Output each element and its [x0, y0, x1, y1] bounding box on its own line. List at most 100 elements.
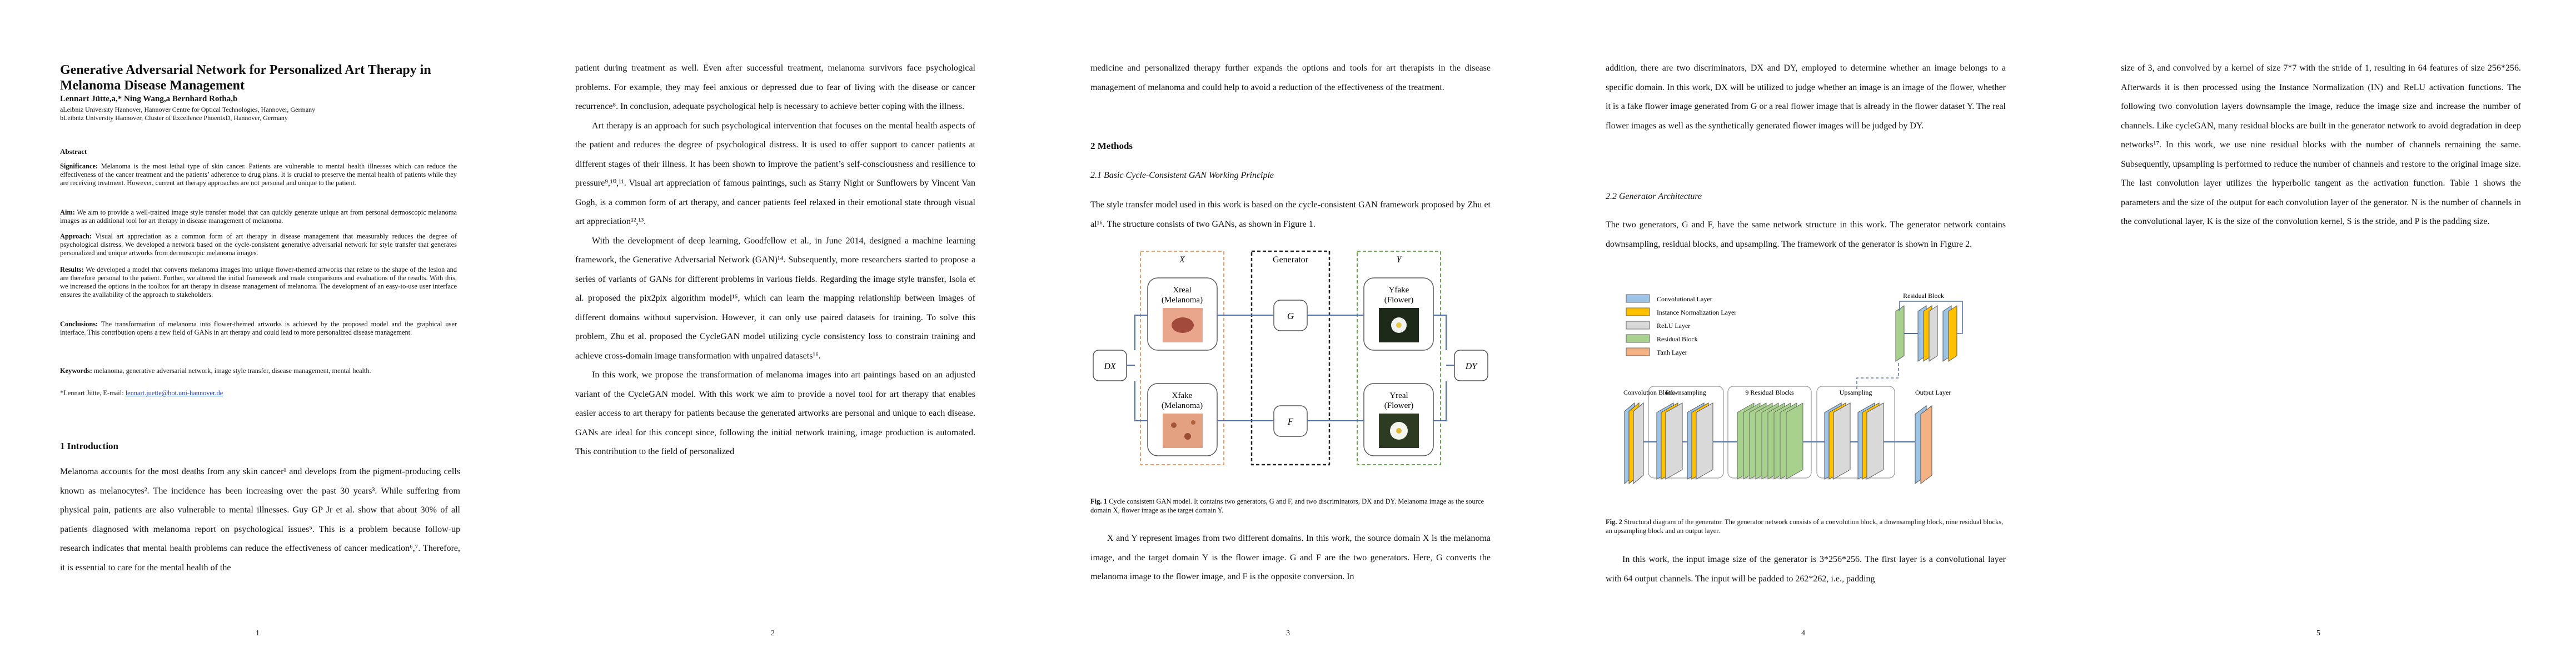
abstract-conclusions: Conclusions: The transformation of melan…	[60, 320, 457, 336]
legend-swatch-conv	[1626, 294, 1650, 303]
output-layer	[1915, 405, 1932, 484]
generator-f-label: F	[1287, 416, 1294, 427]
residual-blocks	[1737, 402, 1803, 480]
page4-body: The two generators, G and F, have the sa…	[1606, 216, 2006, 254]
domain-y-box	[1357, 251, 1441, 465]
section-introduction: 1 Introduction	[60, 441, 119, 451]
figure-1-connectors	[1127, 315, 1454, 421]
discriminator-dy-label: DY	[1465, 362, 1478, 371]
y-fake-label: Yfake	[1389, 286, 1409, 295]
output-layer-label: Output Layer	[1915, 389, 1951, 396]
page-number: 4	[1801, 629, 1805, 638]
legend-relu: ReLU Layer	[1657, 322, 1690, 330]
affiliation-b: bLeibniz University Hannover, Cluster of…	[60, 114, 288, 122]
upsampling-label: Upsampling	[1840, 389, 1872, 396]
page3-top: medicine and personalized therapy furthe…	[1090, 59, 1491, 97]
x-fake-sub: (Melanoma)	[1162, 401, 1203, 410]
abstract-heading: Abstract	[60, 147, 87, 156]
melanoma-lesion	[1172, 317, 1194, 333]
page4-after-figure: In this work, the input image size of th…	[1606, 550, 2006, 589]
section-methods: 2 Methods	[1090, 141, 1133, 151]
paragraph: patient during treatment as well. Even a…	[575, 63, 975, 111]
subsection-2-1: 2.1 Basic Cycle-Consistent GAN Working P…	[1090, 171, 1274, 180]
page1-body: Melanoma accounts for the most deaths fr…	[60, 462, 460, 578]
abstract-aim: Aim: We aim to provide a well-trained im…	[60, 208, 457, 225]
x-real-label: Xreal	[1173, 286, 1191, 295]
discriminator-dx-label: DX	[1103, 362, 1117, 371]
figure-2-caption: Fig. 2 Structural diagram of the generat…	[1606, 518, 2004, 535]
page-number: 5	[2316, 629, 2320, 638]
paragraph: The style transfer model used in this wo…	[1090, 200, 1491, 229]
abstract-results: Results: We developed a model that conve…	[60, 266, 457, 298]
abstract-significance: Significance: Melanoma is the most letha…	[60, 162, 457, 187]
downsampling-box	[1648, 386, 1724, 479]
page-number: 3	[1286, 629, 1290, 638]
y-real-label: Yreal	[1389, 391, 1408, 400]
domain-y-label: Y	[1397, 255, 1403, 265]
generator-label: Generator	[1273, 255, 1309, 265]
y-real-sub: (Flower)	[1384, 401, 1414, 410]
corresponding-email: *Lennart Jütte, E-mail: lennart.juette@h…	[60, 389, 223, 397]
legend-in: Instance Normalization Layer	[1657, 308, 1736, 316]
legend-swatch-res	[1626, 334, 1650, 343]
upsampling-box	[1816, 386, 1895, 479]
paragraph: medicine and personalized therapy furthe…	[1090, 63, 1491, 92]
affiliations: aLeibniz University Hannover, Hannover C…	[60, 106, 460, 122]
upsampling-layers	[1824, 402, 1884, 480]
legend-swatch-tanh	[1626, 347, 1650, 356]
page-5: size of 3, and convolved by a kernel of …	[2061, 0, 2576, 667]
paragraph: In this work, the input image size of th…	[1606, 555, 2006, 584]
melanoma-image-fake	[1163, 414, 1203, 448]
page3-body: The style transfer model used in this wo…	[1090, 196, 1491, 234]
page-1: Generative Adversarial Network for Perso…	[0, 0, 515, 667]
conv-block	[1624, 402, 1644, 485]
affiliation-a: aLeibniz University Hannover, Hannover C…	[60, 106, 316, 113]
downsampling-layers	[1656, 402, 1713, 480]
paragraph: addition, there are two discriminators, …	[1606, 63, 2006, 131]
figure-2-generator-diagram: Convolutional Layer Instance Normalizati…	[1623, 292, 1963, 485]
paragraph: Art therapy is an approach for such psyc…	[575, 121, 975, 227]
page-3: medicine and personalized therapy furthe…	[1030, 0, 1546, 667]
downsampling-label: Downsampling	[1665, 389, 1706, 396]
legend-res: Residual Block	[1657, 335, 1698, 343]
figure-1-cyclegan-diagram: X Generator Y Xreal (Melanoma) Xfake (Me…	[1093, 250, 1488, 466]
legend-swatch-in	[1626, 307, 1650, 316]
legend-conv: Convolutional Layer	[1657, 295, 1712, 303]
x-real-sub: (Melanoma)	[1162, 296, 1203, 305]
x-fake-label: Xfake	[1172, 391, 1193, 400]
page-number: 2	[771, 629, 775, 638]
page3-after-figure: X and Y represent images from two differ…	[1090, 529, 1491, 587]
domain-x-box	[1140, 251, 1224, 465]
authors: Lennart Jütte,a,* Ning Wang,a Bernhard R…	[60, 94, 238, 103]
figure-2-legend: Convolutional Layer Instance Normalizati…	[1626, 294, 1736, 356]
domain-x-label: X	[1179, 255, 1185, 265]
nine-res-label: 9 Residual Blocks	[1745, 389, 1794, 396]
figure-1-caption: Fig. 1 Cycle consistent GAN model. It co…	[1090, 497, 1484, 514]
paragraph: In this work, we propose the transformat…	[575, 370, 975, 456]
email-link[interactable]: lennart.juette@hot.uni-hannover.de	[125, 389, 223, 397]
paragraph: Melanoma accounts for the most deaths fr…	[60, 467, 460, 573]
abstract-approach: Approach: Visual art appreciation as a c…	[60, 232, 457, 257]
legend-swatch-relu	[1626, 321, 1650, 330]
paper-title: Generative Adversarial Network for Perso…	[60, 63, 431, 93]
page4-top: addition, there are two discriminators, …	[1606, 59, 2006, 136]
y-fake-sub: (Flower)	[1384, 296, 1414, 305]
page-4: addition, there are two discriminators, …	[1546, 0, 2061, 667]
keywords: Keywords: melanoma, generative adversari…	[60, 367, 371, 375]
residual-block-detail	[1895, 301, 1963, 362]
residual-block-title: Residual Block	[1903, 292, 1944, 300]
generator-g-label: G	[1287, 311, 1294, 321]
page-number: 1	[256, 629, 260, 638]
generator-box	[1250, 250, 1331, 466]
legend-tanh: Tanh Layer	[1657, 349, 1687, 356]
paragraph: X and Y represent images from two differ…	[1090, 534, 1491, 581]
conv-block-label: Convolution Block	[1623, 389, 1675, 396]
paragraph: size of 3, and convolved by a kernel of …	[2121, 63, 2521, 226]
paragraph: With the development of deep learning, G…	[575, 236, 975, 361]
page2-body: patient during treatment as well. Even a…	[575, 59, 975, 462]
residual-link	[1856, 361, 1899, 389]
paragraph: The two generators, G and F, have the sa…	[1606, 220, 2006, 249]
page5-body: size of 3, and convolved by a kernel of …	[2121, 59, 2521, 232]
subsection-2-2: 2.2 Generator Architecture	[1606, 192, 1702, 201]
page-2: patient during treatment as well. Even a…	[515, 0, 1030, 667]
